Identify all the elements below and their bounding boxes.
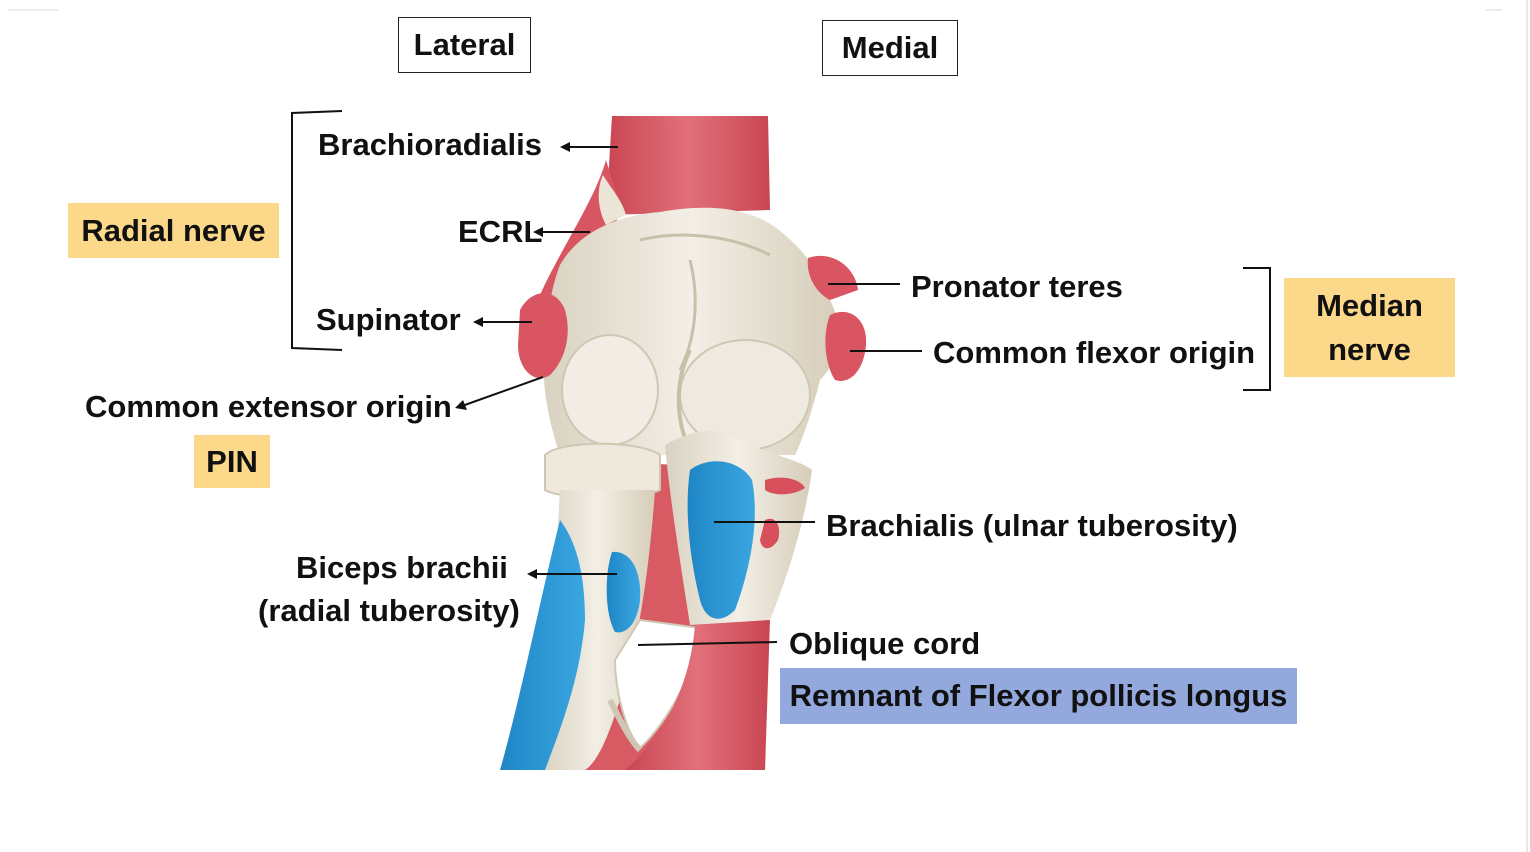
- radial-nerve-bracket: [291, 110, 343, 351]
- brachialis-insertion: [687, 461, 755, 619]
- label-pronator-teres: Pronator teres: [911, 269, 1123, 304]
- humerus-shaft: [606, 116, 770, 215]
- label-oblique-cord: Oblique cord: [789, 626, 981, 661]
- pin-box: PIN: [194, 435, 270, 488]
- supinator-blue: [500, 520, 585, 770]
- label-brachialis: Brachialis (ulnar tuberosity): [826, 508, 1238, 543]
- arrowhead-brachioradialis: [560, 142, 570, 152]
- leader-lines: [461, 146, 922, 646]
- lateral-epicondyle-muscle: [518, 293, 568, 379]
- remnant-fpl-box: Remnant of Flexor pollicis longus: [780, 668, 1297, 724]
- medial-epicondyle-muscle: [807, 255, 858, 300]
- radial-nerve-box: Radial nerve: [68, 203, 279, 258]
- arrowhead-ecrl: [533, 227, 543, 237]
- slide-edge-top-right: [1486, 9, 1502, 11]
- slide-edge-top-left: [8, 9, 58, 11]
- label-biceps-line1: Biceps brachii: [296, 550, 508, 585]
- label-common-extensor-origin: Common extensor origin: [85, 389, 452, 424]
- slide-edge: [1526, 0, 1528, 852]
- label-brachioradialis: Brachioradialis: [318, 127, 542, 162]
- median-nerve-line1: Median: [1316, 288, 1423, 324]
- ulna-red-patch-2: [760, 518, 780, 549]
- radius-head: [544, 442, 661, 499]
- median-nerve-bracket: [1243, 267, 1271, 391]
- label-common-flexor-origin: Common flexor origin: [933, 335, 1256, 370]
- common-flexor-muscle: [825, 311, 867, 381]
- biceps-insertion: [606, 551, 641, 633]
- medial-label: Medial: [822, 20, 958, 76]
- label-supinator: Supinator: [316, 302, 461, 337]
- ulna-red-patch-1: [765, 477, 805, 495]
- arrowhead-supinator: [473, 317, 483, 327]
- median-nerve-line2: nerve: [1328, 331, 1411, 367]
- median-nerve-box: Median nerve: [1284, 278, 1455, 377]
- lateral-label: Lateral: [398, 17, 531, 73]
- arrowhead-common-extensor: [455, 400, 467, 410]
- label-biceps-line2: (radial tuberosity): [258, 593, 520, 628]
- leader-oblique-cord: [637, 641, 778, 646]
- label-ecrl: ECRL: [458, 214, 543, 249]
- humerus-bone-strip: [598, 175, 626, 225]
- leader-common-extensor: [461, 376, 544, 407]
- arrowheads: [455, 142, 570, 579]
- capitulum: [561, 334, 659, 446]
- arrowhead-biceps: [527, 569, 537, 579]
- ulna-shaft: [625, 620, 770, 770]
